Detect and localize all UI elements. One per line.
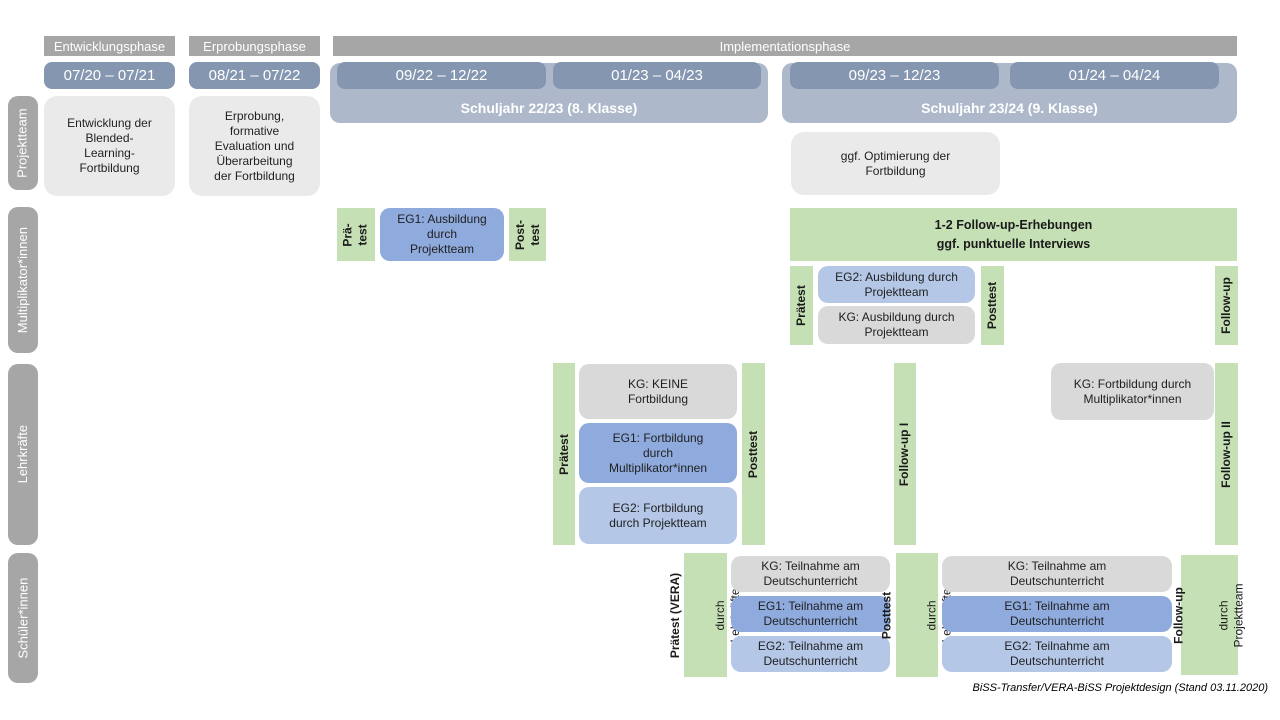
phase-header-implementation: Implementationsphase (333, 36, 1237, 56)
row-label-lehrkraefte-text: Lehrkräfte (14, 425, 30, 484)
row-label-schueler-text: Schüler*innen (14, 577, 30, 659)
box-eg1-teilnahme-2: EG1: Teilnahme am Deutschunterricht (942, 596, 1172, 632)
bar-followup-multiplikatoren: Follow-up (1215, 266, 1238, 345)
bar-praetest-lehrkraefte: Prätest (553, 363, 575, 545)
box-kg-teilnahme-1: KG: Teilnahme am Deutschunterricht (731, 556, 890, 592)
schoolyear-label-2223: Schuljahr 22/23 (8. Klasse) (460, 100, 638, 116)
bar-followup-1-lehrkraefte: Follow-up I (894, 363, 916, 545)
date-bar-0923-1223: 09/23 – 12/23 (790, 62, 999, 89)
bar-praetest-vera-title: Prätest (VERA) (668, 572, 683, 658)
box-kg-ausbildung-projektteam: KG: Ausbildung durch Projektteam (818, 306, 975, 344)
box-eg2-fortbildung-projektteam: EG2: Fortbildung durch Projektteam (579, 487, 737, 544)
box-erprobung-evaluation: Erprobung, formative Evaluation und Über… (189, 96, 320, 196)
box-eg1-ausbildung-projektteam: EG1: Ausbildung durch Projektteam (380, 208, 504, 261)
phase-header-entwicklung: Entwicklungsphase (44, 36, 175, 56)
box-eg2-teilnahme-1: EG2: Teilnahme am Deutschunterricht (731, 636, 890, 672)
bar-followup-1-lehrkraefte-text: Follow-up I (897, 422, 912, 486)
date-bar-0124-0424: 01/24 – 04/24 (1010, 62, 1219, 89)
row-label-lehrkraefte: Lehrkräfte (8, 364, 38, 545)
row-label-projektteam-text: Projektteam (14, 108, 30, 178)
schoolyear-label-2324: Schuljahr 23/24 (9. Klasse) (921, 100, 1098, 116)
box-entwicklung-fortbildung: Entwicklung der Blended- Learning- Fortb… (44, 96, 175, 196)
bar-praetest-lehrkraefte-text: Prätest (556, 433, 571, 475)
bar-praetest-multiplikatoren-1: Prä- test (337, 208, 375, 261)
bar-posttest-multiplikatoren-2: Posttest (981, 266, 1004, 345)
date-bar-0720-0721: 07/20 – 07/21 (44, 62, 175, 89)
box-eg2-teilnahme-2: EG2: Teilnahme am Deutschunterricht (942, 636, 1172, 672)
bar-posttest-lehrkraefte-text: Posttest (746, 430, 760, 478)
bar-followup-schueler-title: Follow-up (1172, 586, 1186, 644)
box-eg1-teilnahme-1: EG1: Teilnahme am Deutschunterricht (731, 596, 890, 632)
box-eg2-ausbildung-projektteam: EG2: Ausbildung durch Projektteam (818, 266, 975, 303)
bar-posttest-multiplikatoren-1: Post- test (509, 208, 546, 261)
bar-praetest-vera-schueler: Prätest (VERA) durch Lehrkräfte (668, 553, 742, 677)
box-eg1-fortbildung-multiplikatoren: EG1: Fortbildung durch Multiplikator*inn… (579, 423, 737, 483)
bar-praetest-multiplikatoren-2-text: Prätest (794, 285, 808, 326)
box-kg-keine-fortbildung: KG: KEINE Fortbildung (579, 364, 737, 419)
box-kg-teilnahme-2: KG: Teilnahme am Deutschunterricht (942, 556, 1172, 592)
banner-followup-erhebungen: 1-2 Follow-up-Erhebungen ggf. punktuelle… (790, 208, 1237, 261)
row-label-schueler: Schüler*innen (8, 553, 38, 683)
bar-posttest-lehrkraefte: Posttest (742, 363, 765, 545)
date-bar-0922-1222: 09/22 – 12/22 (337, 62, 546, 89)
box-kg-fortbildung-multiplikatoren: KG: Fortbildung durch Multiplikator*inne… (1051, 363, 1214, 420)
bar-posttest-schueler: Posttest durch Lehrkräfte (880, 553, 954, 677)
date-bar-0821-0722: 08/21 – 07/22 (189, 62, 320, 89)
bar-followup-2-lehrkraefte-text: Follow-up II (1219, 420, 1233, 488)
bar-praetest-multiplikatoren-1-text: Prä- test (341, 222, 370, 247)
date-bar-0123-0423: 01/23 – 04/23 (553, 62, 761, 89)
bar-followup-schueler-sub: durch Projektteam (1217, 582, 1246, 648)
bar-followup-schueler: Follow-up durch Projektteam (1172, 555, 1246, 675)
bar-posttest-multiplikatoren-2-text: Posttest (985, 281, 999, 330)
row-label-multiplikatoren-text: Multiplikator*innen (14, 226, 30, 334)
footer-caption: BiSS-Transfer/VERA-BiSS Projektdesign (S… (972, 682, 1268, 694)
phase-header-erprobung: Erprobungsphase (189, 36, 320, 56)
box-optimierung-fortbildung: ggf. Optimierung der Fortbildung (791, 132, 1000, 195)
row-label-multiplikatoren: Multiplikator*innen (8, 207, 38, 353)
bar-posttest-multiplikatoren-1-text: Post- test (512, 219, 542, 250)
bar-praetest-multiplikatoren-2: Prätest (790, 266, 813, 345)
bar-posttest-schueler-title: Posttest (879, 591, 894, 639)
row-label-projektteam: Projektteam (8, 96, 38, 190)
bar-followup-multiplikatoren-text: Follow-up (1219, 277, 1233, 334)
bar-followup-2-lehrkraefte: Follow-up II (1215, 363, 1238, 545)
